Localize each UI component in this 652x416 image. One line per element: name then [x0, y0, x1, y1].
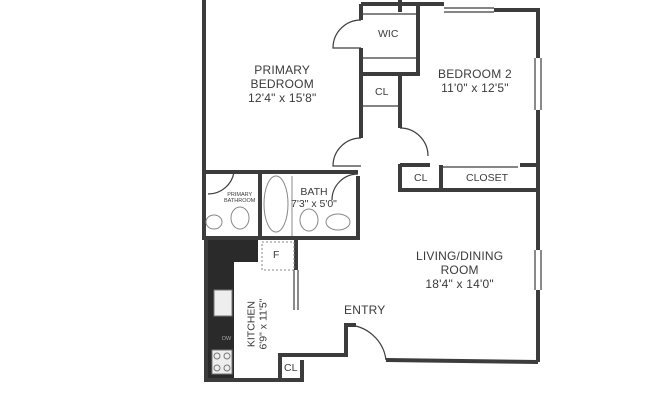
label-wic: WIC	[378, 28, 399, 40]
label-cl-primary: CL	[375, 86, 389, 98]
stove	[211, 349, 233, 375]
room-name: KITCHEN	[245, 301, 258, 348]
toilet-primary	[230, 206, 250, 230]
room-dimensions: 7'3" x 5'0"	[291, 198, 337, 211]
room-name: PRIMARY	[254, 63, 311, 77]
room-bath: BATH 7'3" x 5'0"	[291, 186, 337, 210]
room-name: BEDROOM	[250, 76, 314, 91]
room-primary-bedroom: PRIMARY BEDROOM 12'4" x 15'8"	[248, 63, 317, 105]
room-name: LIVING/DINING	[416, 249, 504, 263]
door-bath	[331, 173, 359, 201]
room-name: PRIMARY	[227, 192, 253, 198]
room-name: ROOM	[440, 262, 479, 277]
room-name: BATH	[300, 186, 328, 198]
label-furnace: F	[273, 249, 280, 261]
sink-bath	[325, 213, 351, 231]
door-wic	[332, 19, 362, 49]
room-dimensions: 11'0" x 12'5"	[441, 80, 509, 95]
tub	[263, 175, 289, 233]
furnace	[261, 241, 295, 271]
room-kitchen: KITCHEN 6'9" x 11'5"	[245, 299, 269, 350]
room-dimensions: 6'9" x 11'5"	[257, 298, 270, 350]
label-closet: CLOSET	[466, 172, 509, 184]
room-dimensions: 12'4" x 15'8"	[248, 90, 317, 105]
door-primary	[332, 137, 362, 167]
label-cl-entry: CL	[284, 362, 298, 374]
room-name: BATHROOM	[224, 198, 256, 205]
door-bedroom2	[399, 127, 429, 157]
door-entry	[345, 324, 387, 361]
room-primary-bathroom: PRIMARY BATHROOM	[224, 192, 255, 205]
sink-primary	[205, 214, 223, 230]
kitchen-sink	[213, 289, 233, 317]
label-entry: ENTRY	[344, 303, 386, 317]
room-name: BEDROOM 2	[438, 67, 512, 81]
door-primary-bath	[207, 171, 235, 195]
room-bedroom-2: BEDROOM 2 11'0" x 12'5"	[438, 67, 512, 96]
label-dishwasher: DW	[222, 336, 232, 342]
toilet-bath	[299, 208, 319, 232]
room-dimensions: 18'4" x 14'0"	[425, 276, 494, 291]
room-living-dining: LIVING/DINING ROOM 18'4" x 14'0"	[416, 249, 504, 291]
label-cl-bedroom2: CL	[414, 172, 428, 184]
